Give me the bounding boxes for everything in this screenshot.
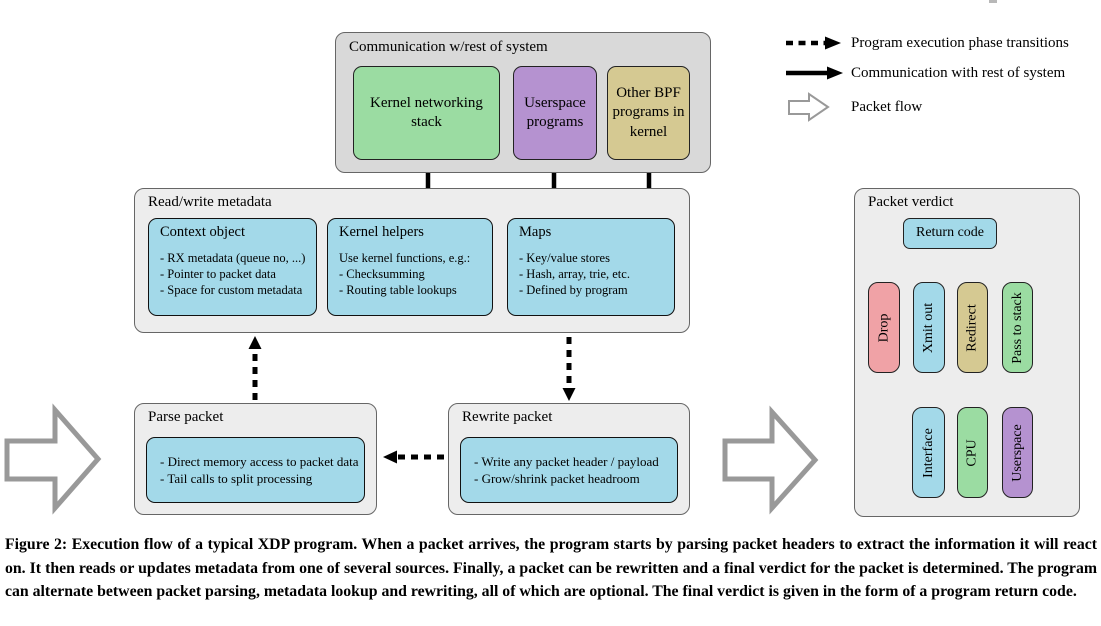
figure-caption: Figure 2: Execution flow of a typical XD… — [5, 536, 1097, 600]
legend-dashed-arrow-icon — [786, 36, 841, 50]
infobox-title: Context object — [160, 224, 245, 240]
listbox-line: - Tail calls to split processing — [160, 471, 313, 486]
infobox-line: - RX metadata (queue no, ...) — [160, 251, 306, 265]
infobox-line: - Pointer to packet data — [160, 267, 276, 281]
node-label: Other BPF programs in kernel — [612, 84, 685, 140]
packet-flow-arrow-icon — [4, 403, 819, 515]
infobox-line: Use kernel functions, e.g.: — [339, 251, 471, 265]
verdict-label: CPU — [964, 438, 980, 467]
legend-item-communication: Communication with rest of system — [851, 65, 1066, 81]
infobox-line: - Defined by program — [519, 283, 628, 297]
infobox-title: Kernel helpers — [339, 224, 424, 240]
infobox-line: - Key/value stores — [519, 251, 610, 265]
infobox-title: Maps — [519, 224, 552, 240]
metadata-title: Read/write metadata — [148, 194, 272, 210]
infobox-line: - Checksumming — [339, 267, 425, 281]
verdict-label: Xmit out — [921, 302, 937, 353]
cropped-text-artifact — [989, 0, 997, 3]
redirect-target-interface: Interface — [912, 407, 945, 498]
rewrite-packet-title: Rewrite packet — [462, 409, 553, 425]
infobox-kernel-helpers: Kernel helpers Use kernel functions, e.g… — [327, 218, 493, 316]
legend-packet-flow-icon — [788, 92, 830, 122]
listbox-line: - Grow/shrink packet headroom — [474, 471, 640, 486]
packet-verdict-title: Packet verdict — [868, 194, 954, 210]
node-label: Return code — [915, 225, 985, 241]
listbox-line: - Direct memory access to packet data — [160, 454, 359, 469]
node-other-bpf-programs: Other BPF programs in kernel — [607, 66, 690, 160]
infobox-context-object: Context object - RX metadata (queue no, … — [148, 218, 317, 316]
communication-title: Communication w/rest of system — [349, 39, 548, 55]
verdict-label: Pass to stack — [1009, 291, 1025, 364]
verdict-label: Redirect — [964, 303, 980, 352]
rewrite-packet-box: - Write any packet header / payload - Gr… — [460, 437, 678, 503]
verdict-label: Userspace — [1009, 423, 1025, 482]
verdict-pass-to-stack: Pass to stack — [1002, 282, 1033, 373]
legend-item-phase-transitions: Program execution phase transitions — [851, 35, 1069, 51]
infobox-line: - Hash, array, trie, etc. — [519, 267, 630, 281]
legend-item-packet-flow: Packet flow — [851, 99, 923, 115]
redirect-target-cpu: CPU — [957, 407, 988, 498]
verdict-drop: Drop — [868, 282, 900, 373]
verdict-label: Drop — [876, 313, 891, 342]
infobox-line: - Space for custom metadata — [160, 283, 303, 297]
infobox-line: - Routing table lookups — [339, 283, 457, 297]
node-kernel-networking-stack: Kernel networking stack — [353, 66, 500, 160]
parse-packet-box: - Direct memory access to packet data - … — [146, 437, 365, 503]
node-label: Userspace programs — [524, 94, 586, 131]
node-return-code: Return code — [903, 218, 997, 249]
verdict-xmit-out: Xmit out — [913, 282, 945, 373]
verdict-label: Interface — [920, 427, 936, 478]
infobox-maps: Maps - Key/value stores - Hash, array, t… — [507, 218, 675, 316]
verdict-redirect: Redirect — [957, 282, 988, 373]
node-label: Kernel networking stack — [370, 94, 483, 131]
node-userspace-programs: Userspace programs — [513, 66, 597, 160]
redirect-target-userspace: Userspace — [1002, 407, 1033, 498]
listbox-line: - Write any packet header / payload — [474, 454, 659, 469]
parse-packet-title: Parse packet — [148, 409, 224, 425]
legend-solid-arrow-icon — [786, 66, 843, 80]
